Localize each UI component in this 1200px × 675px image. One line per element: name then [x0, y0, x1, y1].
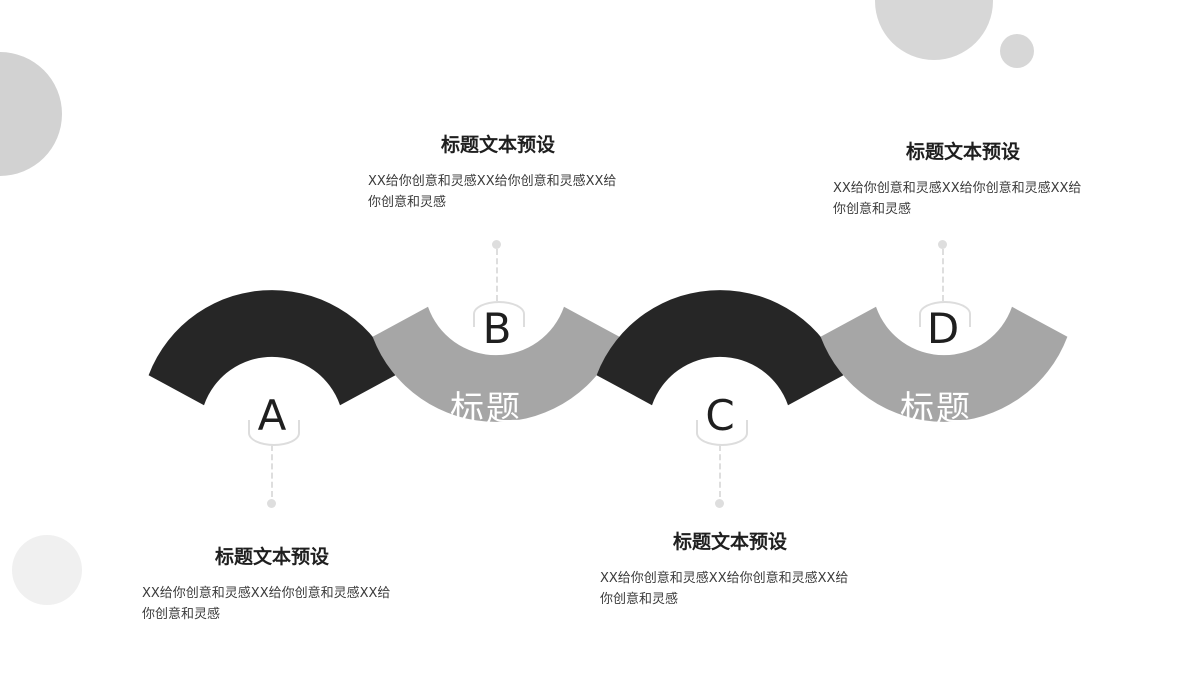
wave-segment-c-dark[interactable] — [596, 290, 844, 406]
marker-arc-a-icon — [248, 420, 300, 446]
text-block-c: 标题文本预设 XX给你创意和灵感XX给你创意和灵感XX给你创意和灵感 — [600, 531, 860, 611]
marker-stem-c — [719, 445, 721, 497]
marker-letter-d: D — [926, 304, 960, 353]
text-block-c-body: XX给你创意和灵感XX给你创意和灵感XX给你创意和灵感 — [600, 570, 849, 608]
text-block-a-title: 标题文本预设 — [214, 546, 329, 568]
text-block-b-title: 标题文本预设 — [440, 134, 555, 156]
marker-arc-d-icon — [919, 301, 971, 327]
band-label-d: 标题 — [900, 389, 972, 429]
text-block-a: 标题文本预设 XX给你创意和灵感XX给你创意和灵感XX给你创意和灵感 — [142, 546, 402, 626]
wave-segment-b-gray[interactable] — [372, 306, 620, 422]
text-block-c-title: 标题文本预设 — [672, 531, 787, 553]
marker-stem-b — [496, 249, 498, 301]
text-block-a-body: XX给你创意和灵感XX给你创意和灵感XX给你创意和灵感 — [142, 585, 391, 623]
text-block-d: 标题文本预设 XX给你创意和灵感XX给你创意和灵感XX给你创意和灵感 — [833, 141, 1093, 221]
text-block-b-body: XX给你创意和灵感XX给你创意和灵感XX给你创意和灵感 — [368, 173, 617, 211]
marker-dot-a-icon — [267, 499, 276, 508]
marker-arc-c-icon — [696, 420, 748, 446]
wave-segment-a-dark[interactable] — [148, 290, 396, 406]
decorative-circle-bottom-left — [12, 535, 82, 605]
decorative-circle-top-small — [1000, 34, 1034, 68]
wave-segment-d-gray[interactable] — [820, 306, 1068, 422]
marker-arc-b-icon — [473, 301, 525, 327]
marker-stem-a — [271, 445, 273, 497]
marker-dot-c-icon — [715, 499, 724, 508]
marker-letter-b: B — [482, 304, 512, 353]
text-block-d-body: XX给你创意和灵感XX给你创意和灵感XX给你创意和灵感 — [833, 180, 1082, 218]
band-label-b: 标题 — [450, 389, 522, 429]
marker-stem-d — [942, 249, 944, 301]
text-block-d-title: 标题文本预设 — [905, 141, 1020, 163]
marker-dot-d-icon — [938, 240, 947, 249]
text-block-b: 标题文本预设 XX给你创意和灵感XX给你创意和灵感XX给你创意和灵感 — [368, 134, 628, 214]
marker-dot-b-icon — [492, 240, 501, 249]
